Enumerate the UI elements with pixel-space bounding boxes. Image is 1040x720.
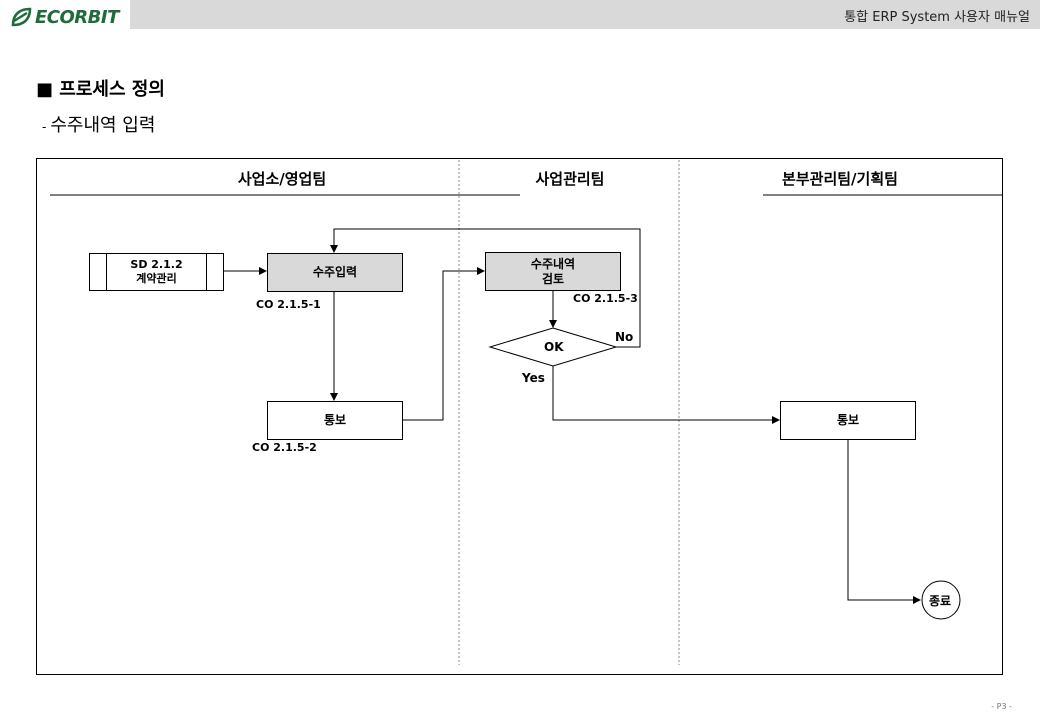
logo-text: ECORBIT	[35, 6, 119, 28]
end-label: 종료	[929, 594, 952, 608]
decision-label: OK	[544, 340, 564, 354]
process-order-input: 수주입력	[267, 253, 403, 292]
arrow-yes-to-notify2	[552, 366, 780, 424]
edge-label-no: No	[615, 330, 634, 344]
arrow-notify2-to-end	[847, 440, 921, 604]
notify-sales-label: 통보	[323, 413, 347, 427]
contract-label: 계약관리	[136, 272, 177, 285]
notify-hq-label: 통보	[836, 413, 860, 427]
arrow-no-loop	[330, 228, 641, 348]
process-notify-hq: 통보	[780, 401, 916, 440]
subprocess-contract-mgmt: SD 2.1.2 계약관리	[89, 253, 224, 291]
ecorbit-leaf-icon	[11, 7, 32, 27]
lane-label-sales: 사업소/영업팀	[237, 170, 327, 188]
section-title: ■ 프로세스 정의	[36, 79, 165, 100]
header-bar: 통합 ERP System 사용자 매뉴얼	[130, 0, 1040, 29]
process-notify-sales: 통보	[267, 401, 403, 440]
lane-label-business-mgmt: 사업관리팀	[535, 170, 605, 188]
process-subtitle: -수주내역 입력	[42, 111, 155, 137]
ref-order-input: CO 2.1.5-1	[256, 298, 321, 311]
contract-code: SD 2.1.2	[130, 257, 183, 271]
swimlane-frame	[36, 158, 1003, 675]
ref-notify-sales: CO 2.1.5-2	[252, 441, 317, 454]
order-input-label: 수주입력	[312, 265, 358, 279]
end-circle	[921, 580, 961, 620]
lane-label-hq-planning: 본부관리팀/기획팀	[782, 170, 898, 188]
edge-label-yes: Yes	[522, 371, 545, 385]
review-label-line2: 검토	[541, 271, 565, 286]
subtitle-dash: -	[42, 120, 47, 134]
ecorbit-logo: ECORBIT	[10, 5, 119, 29]
review-label-line1: 수주내역	[530, 256, 576, 271]
subtitle-text: 수주내역 입력	[50, 115, 156, 136]
arrow-notify-to-review	[403, 267, 485, 421]
ref-order-review: CO 2.1.5-3	[573, 292, 638, 305]
manual-title: 통합 ERP System 사용자 매뉴얼	[844, 10, 1030, 25]
page-number: - P3 -	[991, 702, 1012, 711]
process-order-review: 수주내역 검토	[485, 252, 621, 291]
